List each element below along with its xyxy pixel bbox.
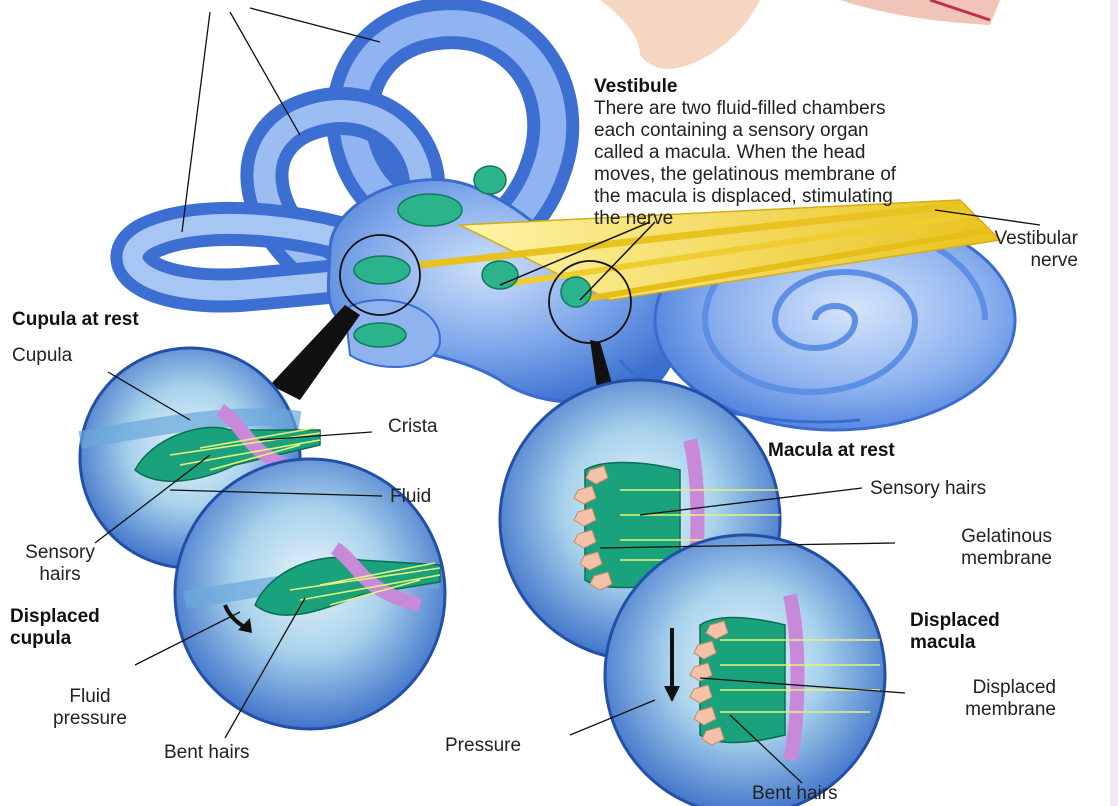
- sensory-hairs-left-label: Sensory hairs: [0, 542, 120, 586]
- cupula-at-rest-heading: Cupula at rest: [12, 309, 139, 331]
- bent-hairs-left-label: Bent hairs: [164, 742, 250, 764]
- displaced-macula-heading: Displaced macula: [910, 610, 1000, 654]
- outer-ear-fragment: [600, 0, 1000, 69]
- cupula-label: Cupula: [12, 345, 72, 367]
- sensory-hairs-right-label: Sensory hairs: [870, 478, 986, 500]
- crista-zoom-wedge: [270, 305, 360, 400]
- fluid-label: Fluid: [390, 486, 431, 508]
- macula-at-rest-heading: Macula at rest: [768, 440, 895, 462]
- gelatinous-membrane-label: Gelatinous membrane: [890, 526, 1052, 570]
- fluid-pressure-label: Fluid pressure: [30, 686, 150, 730]
- displaced-cupula-heading: Displaced cupula: [10, 606, 100, 650]
- right-edge-stripe: [1110, 0, 1118, 806]
- displaced-macula-detail: [605, 535, 885, 806]
- vestibular-nerve-label: Vestibular nerve: [968, 228, 1078, 272]
- bent-hairs-right-label: Bent hairs: [752, 783, 838, 805]
- crista-label: Crista: [388, 416, 438, 438]
- pressure-label: Pressure: [445, 735, 521, 757]
- displaced-membrane-label: Displaced membrane: [890, 677, 1056, 721]
- vestibule-description: There are two fluid-filled chambers each…: [594, 98, 896, 230]
- vestibule-title: Vestibule: [594, 76, 677, 98]
